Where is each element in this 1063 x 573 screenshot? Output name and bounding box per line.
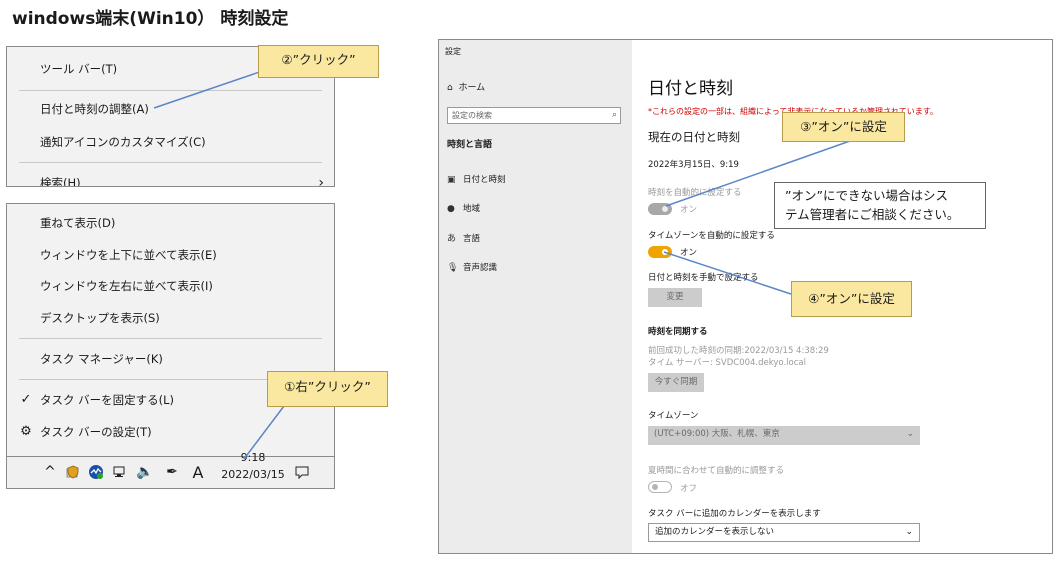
menu-separator — [19, 338, 322, 339]
auto-time-state: オン — [680, 205, 698, 215]
menu-item-lock-taskbar[interactable]: ✓ タスク バーを固定する(L) — [7, 385, 334, 415]
menu-item-search[interactable]: 検索(H) › — [7, 168, 334, 187]
taskbar: ^ 🔈 ✒ A 9:18 2022/03/15 — [6, 451, 335, 489]
microphone-icon: 🎙 — [447, 263, 459, 273]
menu-item-taskbar-settings[interactable]: ⚙ タスク バーの設定(T) — [7, 417, 334, 447]
sync-now-button[interactable]: 今すぐ同期 — [648, 373, 704, 392]
chevron-right-icon: › — [318, 175, 324, 187]
manual-datetime-label: 日付と時刻を手動で設定する — [648, 273, 759, 283]
settings-search-input[interactable]: 設定の検索 ⌕ — [447, 107, 621, 124]
network-monitor-icon[interactable] — [111, 457, 129, 488]
toggle-knob — [662, 249, 668, 255]
menu-item-label: タスク バーを固定する(L) — [40, 393, 175, 407]
security-shield-icon[interactable] — [65, 457, 81, 488]
dst-state: オフ — [680, 484, 698, 494]
callout-step4: ④”オン”に設定 — [791, 281, 912, 317]
menu-item-task-manager[interactable]: タスク マネージャー(K) — [40, 352, 163, 366]
page-title: windows端末(Win10） 時刻設定 — [12, 9, 289, 29]
timezone-select[interactable]: (UTC+09:00) 大阪、札幌、東京 ⌄ — [648, 426, 920, 445]
sidebar-section-header: 時刻と言語 — [447, 140, 493, 150]
timezone-heading: タイムゾーン — [648, 411, 699, 421]
menu-item-cascade[interactable]: 重ねて表示(D) — [40, 216, 116, 230]
note-line-1: ”オン”にできない場合はシス — [785, 188, 948, 203]
menu-separator — [19, 379, 322, 380]
auto-timezone-state: オン — [680, 248, 698, 258]
sidebar-item-speech[interactable]: 🎙 音声認識 — [447, 261, 497, 273]
dst-label: 夏時間に合わせて自動的に調整する — [648, 466, 785, 476]
settings-sidebar: 設定 ⌂ ホーム 設定の検索 ⌕ 時刻と言語 ▣ 日付と時刻 ● 地域 あ言語 🎙 音… — [439, 40, 632, 553]
window-title: 設定 — [445, 47, 461, 56]
menu-item-stack[interactable]: ウィンドウを上下に並べて表示(E) — [40, 248, 217, 262]
taskbar-clock-date[interactable]: 2022/03/15 — [221, 468, 285, 481]
sidebar-item-label: 日付と時刻 — [463, 175, 506, 185]
chevron-up-icon[interactable]: ^ — [44, 464, 56, 480]
toggle-knob — [652, 484, 658, 490]
menu-item-toolbar[interactable]: ツール バー(T) — [40, 62, 118, 76]
nav-home-label: ホーム — [458, 83, 486, 93]
change-datetime-button[interactable]: 変更 — [648, 288, 702, 307]
callout-step1: ①右”クリック” — [267, 371, 388, 407]
context-menu-bottom: 重ねて表示(D) ウィンドウを上下に並べて表示(E) ウィンドウを左右に並べて表… — [6, 203, 335, 457]
last-sync-text: 前回成功した時刻の同期:2022/03/15 4:38:29 — [648, 346, 829, 356]
checkmark-icon: ✓ — [20, 392, 32, 407]
timezone-value: (UTC+09:00) 大阪、札幌、東京 — [654, 429, 780, 439]
speaker-icon[interactable]: 🔈 — [136, 464, 154, 480]
calendar-clock-icon: ▣ — [447, 175, 456, 185]
search-icon: ⌕ — [611, 110, 617, 120]
settings-page-title: 日付と時刻 — [648, 79, 733, 99]
sidebar-item-label: 地域 — [463, 204, 481, 214]
auto-timezone-toggle[interactable] — [648, 246, 672, 258]
menu-item-label: 検索(H) — [40, 176, 81, 187]
chevron-down-icon: ⌄ — [905, 527, 913, 537]
notification-center-icon[interactable] — [293, 457, 311, 488]
taskbar-clock-time[interactable]: 9:18 — [240, 451, 266, 464]
home-icon: ⌂ — [447, 83, 453, 93]
nav-home[interactable]: ⌂ ホーム — [447, 80, 485, 93]
menu-item-customize-notifications[interactable]: 通知アイコンのカスタマイズ(C) — [40, 135, 206, 149]
auto-time-label: 時刻を自動的に設定する — [648, 188, 742, 198]
auto-timezone-label: タイムゾーンを自動的に設定する — [648, 231, 775, 241]
sidebar-item-label: 言語 — [463, 234, 481, 244]
menu-item-side-by-side[interactable]: ウィンドウを左右に並べて表示(I) — [40, 279, 213, 293]
calendar-select[interactable]: 追加のカレンダーを表示しない ⌄ — [648, 523, 920, 542]
menu-item-label: タスク バーの設定(T) — [40, 425, 152, 439]
sidebar-item-language[interactable]: あ言語 — [447, 231, 480, 244]
sidebar-item-label: 音声認識 — [463, 263, 498, 273]
note-line-2: テム管理者にご相談ください。 — [785, 207, 960, 222]
menu-item-show-desktop[interactable]: デスクトップを表示(S) — [40, 311, 160, 325]
toggle-knob — [662, 206, 668, 212]
chevron-down-icon: ⌄ — [906, 429, 914, 439]
callout-step2: ②”クリック” — [258, 45, 379, 78]
globe-icon: ● — [447, 204, 455, 214]
ime-mode-icon[interactable]: A — [192, 463, 204, 482]
calendar-value: 追加のカレンダーを表示しない — [655, 527, 775, 537]
callout-step3: ③”オン”に設定 — [782, 112, 905, 142]
callout-note: ”オン”にできない場合はシス テム管理者にご相談ください。 — [774, 182, 986, 229]
auto-time-toggle[interactable] — [648, 203, 672, 215]
time-server-text: タイム サーバー: SVDC004.dekyo.local — [648, 358, 806, 368]
sidebar-item-region[interactable]: ● 地域 — [447, 202, 480, 214]
menu-separator — [19, 162, 322, 163]
dst-toggle[interactable] — [648, 481, 672, 493]
current-datetime-value: 2022年3月15日、9:19 — [648, 160, 739, 170]
search-placeholder: 設定の検索 — [452, 111, 492, 120]
policy-warning: *これらの設定の一部は、組織によって非表示になっているか管理されています。 — [648, 106, 938, 117]
menu-separator — [19, 90, 322, 91]
network-status-icon[interactable] — [87, 457, 105, 488]
pen-icon[interactable]: ✒ — [166, 464, 178, 480]
settings-window: 設定 ⌂ ホーム 設定の検索 ⌕ 時刻と言語 ▣ 日付と時刻 ● 地域 あ言語 🎙 音… — [438, 39, 1053, 554]
current-datetime-heading: 現在の日付と時刻 — [648, 130, 740, 144]
menu-item-adjust-datetime[interactable]: 日付と時刻の調整(A) — [40, 102, 149, 116]
sync-heading: 時刻を同期する — [648, 327, 708, 337]
language-icon: あ — [447, 234, 457, 244]
calendar-label: タスク バーに追加のカレンダーを表示します — [648, 509, 821, 519]
sidebar-item-date-time[interactable]: ▣ 日付と時刻 — [447, 173, 506, 185]
gear-icon: ⚙ — [20, 424, 32, 439]
